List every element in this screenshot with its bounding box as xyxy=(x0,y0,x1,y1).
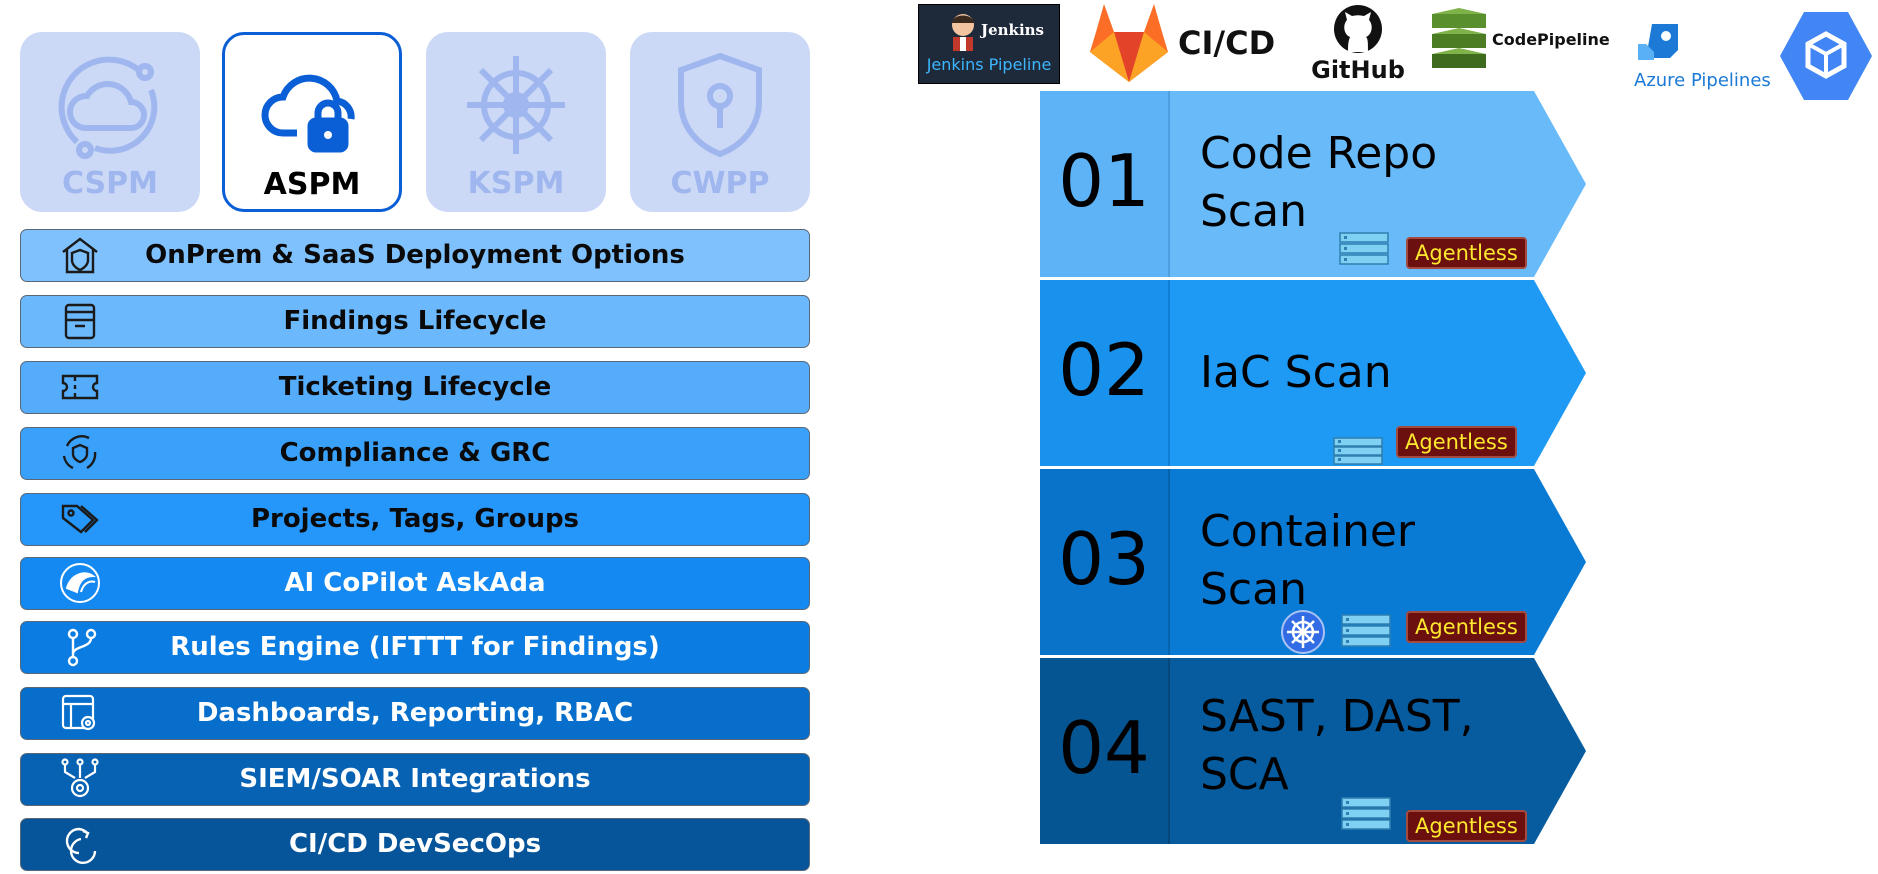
tile-aspm[interactable]: ASPM xyxy=(222,32,402,212)
ticket-icon xyxy=(61,374,99,400)
step-title-line: Scan xyxy=(1200,186,1307,237)
server-stack-icon xyxy=(1339,232,1389,265)
feature-label: OnPrem & SaaS Deployment Options xyxy=(145,240,685,270)
step-iac-scan: 02 IaC Scan Agentless xyxy=(1040,280,1586,466)
step-title-line: SCA xyxy=(1200,749,1289,800)
step-number: 02 xyxy=(1058,328,1150,412)
gitlab-fox-icon xyxy=(1090,4,1168,82)
codepipeline-logo: CodePipeline xyxy=(1428,8,1618,78)
step-arrow-shape xyxy=(1040,91,1586,277)
cycle-arrows-icon xyxy=(65,827,97,864)
feature-findings-lifecycle[interactable]: Findings Lifecycle xyxy=(20,295,810,348)
feature-label: Findings Lifecycle xyxy=(283,306,547,336)
step-sast-dast-sca: 04 SAST, DAST, SCA Agentless xyxy=(1040,658,1586,844)
github-text: GitHub xyxy=(1311,56,1405,84)
tile-label: CSPM xyxy=(61,166,159,201)
step-number: 03 xyxy=(1058,517,1150,601)
branch-icon xyxy=(67,628,97,667)
jenkins-name: Jenkins xyxy=(981,21,1044,39)
feature-label: Ticketing Lifecycle xyxy=(278,372,552,402)
feature-label: CI/CD DevSecOps xyxy=(288,829,542,859)
jenkins-caption: Jenkins Pipeline xyxy=(926,55,1052,74)
step-title-line: Scan xyxy=(1200,564,1307,615)
cloud-lock-icon xyxy=(261,74,355,153)
tile-label: ASPM xyxy=(263,167,361,202)
server-stack-icon xyxy=(1341,614,1391,647)
kubernetes-icon xyxy=(1281,610,1325,654)
feature-deployment-options[interactable]: OnPrem & SaaS Deployment Options xyxy=(20,229,810,282)
step-title: IaC Scan xyxy=(1200,344,1530,402)
dashboard-gear-icon xyxy=(61,694,96,731)
jenkins-logo: Jenkins Jenkins Pipeline xyxy=(918,4,1060,84)
step-title: Code Repo Scan xyxy=(1200,125,1530,241)
azure-text: Azure Pipelines xyxy=(1634,70,1771,91)
github-logo: GitHub xyxy=(1308,4,1408,84)
copilot-logo-icon xyxy=(60,563,100,603)
step-title: Container Scan xyxy=(1200,503,1530,619)
hexagon-cube-icon xyxy=(1780,12,1872,100)
feature-label: Compliance & GRC xyxy=(279,438,551,468)
feature-label: SIEM/SOAR Integrations xyxy=(239,764,591,794)
tile-cspm[interactable]: CSPM xyxy=(20,32,200,212)
server-stack-icon xyxy=(1341,797,1391,830)
jenkins-butler-icon xyxy=(952,14,974,51)
ship-wheel-icon xyxy=(467,56,565,154)
step-title-line: SAST, DAST, xyxy=(1200,691,1474,742)
tile-label: KSPM xyxy=(467,166,565,201)
feature-label: Rules Engine (IFTTT for Findings) xyxy=(170,632,660,662)
feature-dashboards-reporting[interactable]: Dashboards, Reporting, RBAC xyxy=(20,687,810,740)
gitlab-text: CI/CD xyxy=(1178,24,1276,62)
step-title: SAST, DAST, SCA xyxy=(1200,688,1530,804)
agentless-badge: Agentless xyxy=(1396,426,1517,458)
step-title-line: IaC Scan xyxy=(1200,347,1392,398)
integration-gear-icon xyxy=(61,758,99,798)
step-container-scan: 03 Container Scan Agentless xyxy=(1040,469,1586,655)
archive-box-icon xyxy=(64,303,96,340)
cycle-shield-icon xyxy=(62,435,97,470)
azure-pipelines-logo: Azure Pipelines xyxy=(1628,16,1778,94)
step-number: 04 xyxy=(1058,706,1150,790)
agentless-badge: Agentless xyxy=(1406,611,1527,643)
tags-icon xyxy=(61,504,99,534)
feature-ticketing-lifecycle[interactable]: Ticketing Lifecycle xyxy=(20,361,810,414)
codepipeline-stack-icon xyxy=(1432,8,1486,68)
feature-label: Dashboards, Reporting, RBAC xyxy=(196,698,634,728)
feature-label: Projects, Tags, Groups xyxy=(250,504,580,534)
tile-kspm[interactable]: KSPM xyxy=(426,32,606,212)
step-number: 01 xyxy=(1058,139,1150,223)
agentless-badge: Agentless xyxy=(1406,810,1527,842)
step-arrow-shape xyxy=(1040,469,1586,655)
step-code-repo-scan: 01 Code Repo Scan Agentless xyxy=(1040,91,1586,277)
cloud-orbit-icon xyxy=(58,56,158,159)
feature-compliance-grc[interactable]: Compliance & GRC xyxy=(20,427,810,480)
step-arrow-shape xyxy=(1040,658,1586,844)
server-stack-icon xyxy=(1333,437,1383,465)
agentless-badge: Agentless xyxy=(1406,237,1527,269)
github-octocat-icon xyxy=(1334,5,1382,53)
house-shield-icon xyxy=(62,237,98,274)
tile-cwpp[interactable]: CWPP xyxy=(630,32,810,212)
step-title-line: Container xyxy=(1200,506,1416,557)
step-arrow-shape xyxy=(1040,280,1586,466)
feature-cicd-devsecops[interactable]: CI/CD DevSecOps xyxy=(20,818,810,871)
gitlab-logo: CI/CD xyxy=(1086,2,1276,86)
feature-rules-engine[interactable]: Rules Engine (IFTTT for Findings) xyxy=(20,621,810,674)
azure-rocket-icon xyxy=(1638,24,1678,60)
tile-label: CWPP xyxy=(670,166,770,201)
step-title-line: Code Repo xyxy=(1200,128,1438,179)
feature-siem-soar[interactable]: SIEM/SOAR Integrations xyxy=(20,753,810,806)
feature-label: AI CoPilot AskAda xyxy=(284,568,546,598)
gcp-build-logo xyxy=(1778,8,1874,104)
codepipeline-text: CodePipeline xyxy=(1492,30,1610,49)
feature-projects-tags-groups[interactable]: Projects, Tags, Groups xyxy=(20,493,810,546)
feature-ai-copilot[interactable]: AI CoPilot AskAda xyxy=(20,557,810,610)
shield-keyhole-icon xyxy=(678,52,762,158)
